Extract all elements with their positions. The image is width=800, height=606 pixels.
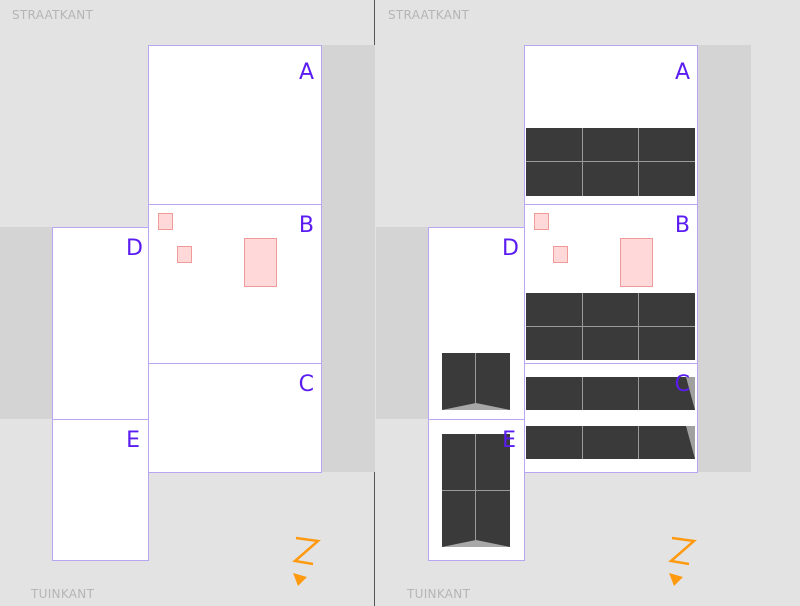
solar-array-a[interactable] [526,128,695,196]
roof-plan-empty: STRAATKANT TUINKANT A B C D E [0,0,375,606]
garden-side-label: TUINKANT [407,587,471,601]
obstacle-vent [177,246,192,263]
roof-section-e[interactable]: E [52,419,149,561]
north-arrow-z-icon [292,536,321,586]
roof-section-c[interactable]: C [148,363,322,473]
room-label: D [502,236,519,261]
obstacle-chimney [158,213,173,230]
neighbor-roof-left [376,227,428,419]
north-arrow-z-icon [668,536,697,586]
roof-section-b[interactable]: B [148,204,322,364]
roof-section-a[interactable]: A [148,45,322,205]
solar-array-c-row2[interactable] [526,426,695,459]
neighbor-roof-right [321,45,375,472]
room-label: E [502,428,516,453]
neighbor-roof-right [697,45,751,472]
street-side-label: STRAATKANT [12,8,94,22]
street-side-label: STRAATKANT [388,8,470,22]
solar-array-d[interactable] [442,353,510,410]
room-label: A [674,60,690,85]
obstacle-chimney [534,213,549,230]
solar-array-c-row1[interactable] [526,377,695,410]
obstacle-vent [553,246,568,263]
room-label: B [674,213,690,238]
room-label: A [298,60,314,85]
roof-section-d[interactable]: D [52,227,149,420]
solar-array-e[interactable] [442,434,510,547]
solar-array-b[interactable] [526,293,695,360]
room-label: C [674,372,690,397]
obstacle-skylight [620,238,653,287]
neighbor-roof-left [0,227,52,419]
room-label: E [126,428,140,453]
room-label: D [126,236,143,261]
roof-plan-with-panels: STRAATKANT TUINKANT A B C D E [376,0,751,606]
garden-side-label: TUINKANT [31,587,95,601]
obstacle-skylight [244,238,277,287]
room-label: C [298,372,314,397]
room-label: B [298,213,314,238]
